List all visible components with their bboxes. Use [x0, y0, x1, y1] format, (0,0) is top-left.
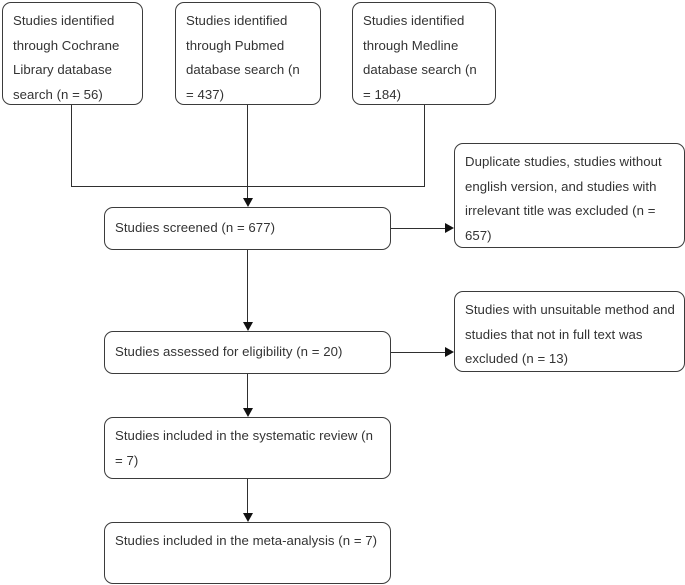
arrowhead-to-meta-analysis — [243, 513, 253, 522]
arrowhead-to-excluded-screening — [445, 223, 454, 233]
arrowhead-to-systematic-review — [243, 408, 253, 417]
connector-screened-to-excluded — [391, 228, 449, 230]
connector-pubmed-to-screened — [247, 105, 249, 204]
arrowhead-to-eligibility — [243, 322, 253, 331]
node-excluded-at-screening: Duplicate studies, studies without engli… — [454, 143, 685, 248]
node-included-meta-analysis: Studies included in the meta-analysis (n… — [104, 522, 391, 584]
node-studies-identified-medline: Studies identified through Medline datab… — [352, 2, 496, 105]
node-excluded-at-eligibility: Studies with unsuitable method and studi… — [454, 291, 685, 372]
node-studies-identified-cochrane: Studies identified through Cochrane Libr… — [2, 2, 143, 105]
connector-medline-drop — [424, 105, 426, 187]
node-studies-screened: Studies screened (n = 677) — [104, 207, 391, 250]
connector-eligibility-to-systematic — [247, 374, 249, 408]
node-studies-identified-pubmed: Studies identified through Pubmed databa… — [175, 2, 321, 105]
connector-eligibility-to-excluded — [391, 352, 449, 354]
connector-screened-to-eligibility — [247, 250, 249, 322]
connector-cochrane-drop — [71, 105, 73, 187]
arrowhead-to-screened — [243, 198, 253, 207]
node-studies-assessed-for-eligibility: Studies assessed for eligibility (n = 20… — [104, 331, 391, 374]
connector-systematic-to-meta — [247, 479, 249, 513]
node-included-systematic-review: Studies included in the systematic revie… — [104, 417, 391, 479]
arrowhead-to-excluded-eligibility — [445, 347, 454, 357]
